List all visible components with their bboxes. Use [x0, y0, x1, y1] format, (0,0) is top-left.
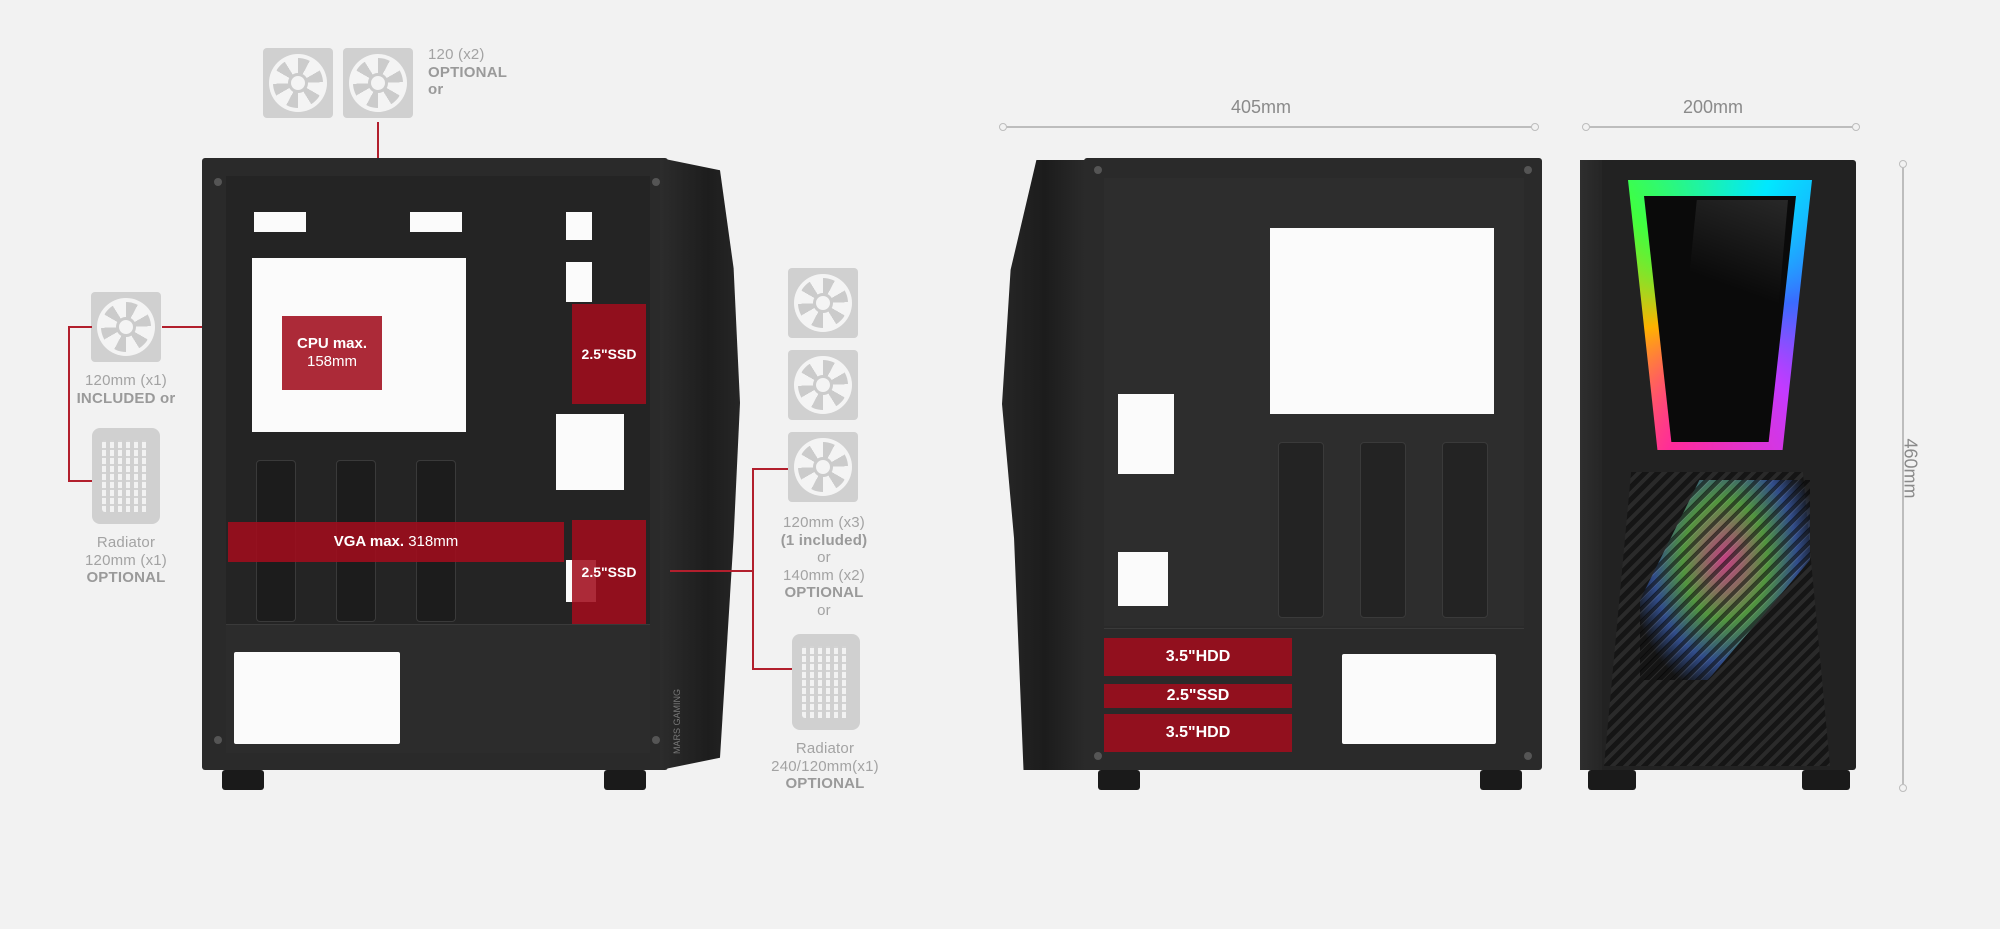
- radiator-icon: [92, 428, 160, 524]
- ssd-bottom-highlight: 2.5"SSD: [572, 520, 646, 624]
- top-fans-note: 120 (x2) OPTIONAL or: [428, 46, 507, 99]
- radiator-icon: [792, 634, 860, 730]
- screw: [652, 736, 660, 744]
- brand-vertical: MARS GAMING: [672, 688, 682, 754]
- cpu-max-value: 158mm: [306, 353, 358, 370]
- height-dimension-label: 460mm: [1900, 438, 1921, 499]
- cpu-highlight: CPU max. 158mm: [282, 316, 382, 390]
- front-radiator-title: Radiator: [795, 740, 855, 757]
- front-fans-or: or: [817, 549, 831, 566]
- screw: [652, 178, 660, 186]
- front-fans-included: (1 included): [780, 531, 868, 549]
- screw: [1524, 166, 1532, 174]
- ssd-top-highlight: 2.5"SSD: [572, 304, 646, 404]
- cpu-backplate-cutout: [1270, 228, 1494, 414]
- front-radiator-note: Radiator 240/120mm(x1) OPTIONAL: [752, 740, 898, 793]
- front-fans-note: 120mm (x3) (1 included) or 140mm (x2) OP…: [754, 514, 894, 619]
- front-fans-alt-size: 140mm (x2): [782, 566, 866, 584]
- psu-cutout: [234, 652, 400, 744]
- front-callout-line: [670, 570, 754, 572]
- top-fans-optional: OPTIONAL: [428, 63, 508, 81]
- fan-icon: [788, 268, 858, 338]
- width-dimension-line: [1590, 126, 1852, 128]
- top-callout-line: [377, 122, 379, 178]
- front-callout-line: [752, 668, 792, 670]
- grommet: [1118, 394, 1174, 474]
- front-case-side-shade: [1580, 160, 1603, 770]
- dimension-endpoint: [1531, 123, 1539, 131]
- rear-radiator-size: 120mm (x1): [84, 551, 168, 569]
- fan-icon: [91, 292, 161, 362]
- grommet: [254, 212, 306, 232]
- rgb-infinity-mirror-inner: [1644, 196, 1796, 442]
- dimension-endpoint: [1852, 123, 1860, 131]
- back-hdd2-highlight: 3.5"HDD: [1104, 714, 1292, 752]
- rear-fan-note: 120mm (x1) INCLUDED or: [60, 372, 192, 407]
- vga-max-label: VGA max.: [333, 533, 405, 550]
- cpu-max-label: CPU max.: [296, 335, 368, 352]
- top-fans-count: 120 (x2): [428, 46, 485, 63]
- back-ssd-highlight: 2.5"SSD: [1104, 684, 1292, 708]
- middle-case-front-panel: [1002, 160, 1088, 770]
- grommet: [1118, 552, 1168, 606]
- tray-bracket: [1278, 442, 1324, 618]
- front-radiator-optional: OPTIONAL: [785, 775, 865, 792]
- left-case-front-panel: [660, 158, 740, 770]
- screw: [214, 178, 222, 186]
- front-radiator-size: 240/120mm(x1): [771, 757, 879, 775]
- front-callout-line: [752, 468, 754, 668]
- vga-highlight: VGA max. 318mm: [228, 522, 564, 562]
- fan-icon: [788, 432, 858, 502]
- dimension-endpoint: [999, 123, 1007, 131]
- grommet: [566, 262, 592, 302]
- rear-radiator-optional: OPTIONAL: [86, 569, 166, 586]
- rear-callout-line: [68, 326, 70, 482]
- rear-callout-line: [162, 326, 230, 328]
- grommet: [566, 212, 592, 240]
- front-fans-optional: OPTIONAL: [784, 584, 864, 601]
- dimension-endpoint: [1899, 160, 1907, 168]
- fan-icon: [343, 48, 413, 118]
- tray-bracket: [1442, 442, 1488, 618]
- rear-callout-line: [68, 480, 92, 482]
- rear-radiator-title: Radiator: [96, 534, 156, 551]
- case-foot: [222, 770, 264, 790]
- case-foot: [1098, 770, 1140, 790]
- rear-callout-line: [68, 326, 92, 328]
- front-fans-or-2: or: [817, 601, 831, 619]
- screw: [1094, 166, 1102, 174]
- height-dimension-line: [1902, 168, 1904, 784]
- dimension-endpoint: [1899, 784, 1907, 792]
- tray-bracket: [1360, 442, 1406, 618]
- mirror-reflection: [1674, 200, 1788, 430]
- fan-icon: [263, 48, 333, 118]
- width-dimension-label: 200mm: [1683, 97, 1744, 117]
- rear-fan-included: INCLUDED or: [76, 389, 176, 407]
- rear-fan-size: 120mm (x1): [84, 372, 168, 389]
- case-foot: [1480, 770, 1522, 790]
- back-hdd1-highlight: 3.5"HDD: [1104, 638, 1292, 676]
- screw: [1094, 752, 1102, 760]
- grommet: [410, 212, 462, 232]
- fan-icon: [788, 350, 858, 420]
- case-foot: [1802, 770, 1850, 790]
- front-callout-line: [752, 468, 788, 470]
- case-foot: [1588, 770, 1636, 790]
- case-foot: [604, 770, 646, 790]
- dimension-endpoint: [1582, 123, 1590, 131]
- psu-cutout-back: [1342, 654, 1496, 744]
- grommet: [556, 414, 624, 490]
- vga-max-value: 318mm: [408, 533, 459, 550]
- top-fans-or: or: [428, 81, 444, 98]
- screw: [1524, 752, 1532, 760]
- rear-radiator-note: Radiator 120mm (x1) OPTIONAL: [60, 534, 192, 587]
- length-dimension-line: [1007, 126, 1531, 128]
- length-dimension-label: 405mm: [1231, 97, 1292, 117]
- front-fans-count: 120mm (x3): [782, 514, 866, 531]
- screw: [214, 736, 222, 744]
